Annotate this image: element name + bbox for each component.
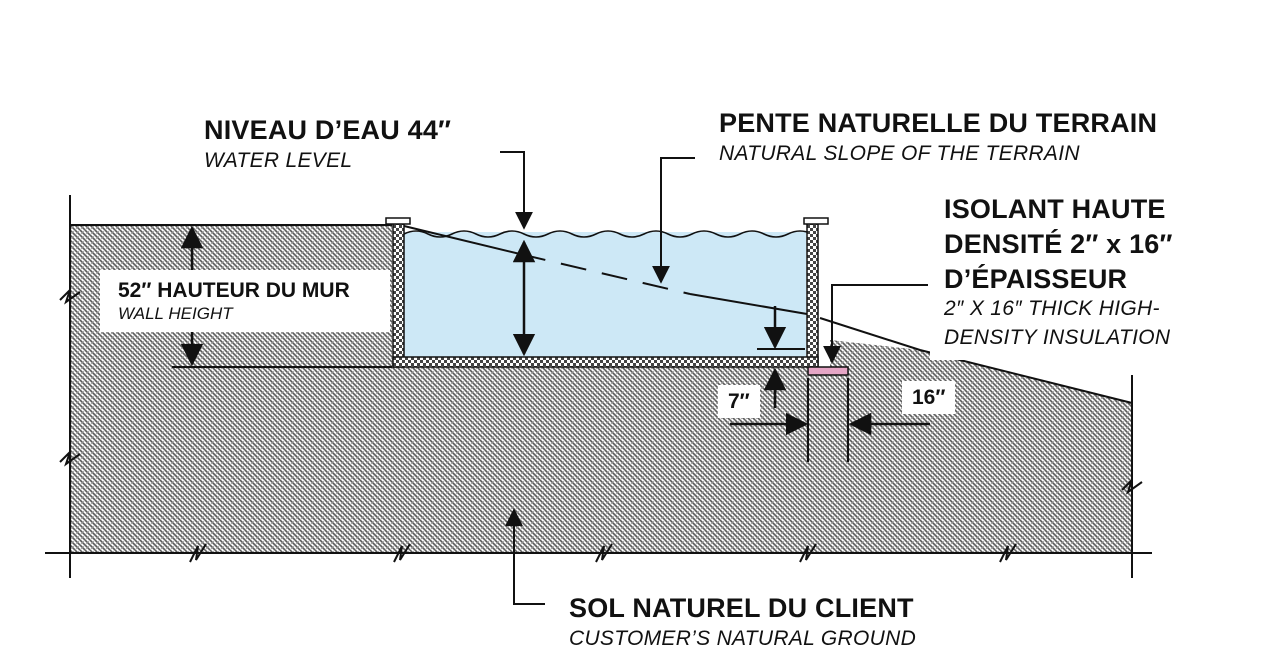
slope-leader <box>652 157 695 284</box>
insulation-label-line1: ISOLANT HAUTE <box>944 194 1166 224</box>
pool-cap-right <box>803 217 829 225</box>
insulation-sublabel-line2: DENSITY INSULATION <box>944 326 1171 349</box>
water-level-label: NIVEAU D’EAU 44″ <box>204 115 452 145</box>
pool-floor <box>392 356 819 368</box>
insulation-leader <box>823 284 928 364</box>
insulation-label-bg <box>930 190 1230 360</box>
water-surface-wave <box>403 230 813 238</box>
insulation-board <box>807 366 849 376</box>
natural-slope-line-dashed <box>519 253 691 295</box>
ground-sublabel: CUSTOMER’S NATURAL GROUND <box>569 627 917 650</box>
natural-slope-sublabel: NATURAL SLOPE OF THE TERRAIN <box>719 142 1080 165</box>
ground-label: SOL NATUREL DU CLIENT <box>569 593 914 623</box>
wall-height-label: 52″ HAUTEUR DU MUR <box>118 279 350 302</box>
insulation-label-line3: D’ÉPAISSEUR <box>944 264 1128 294</box>
pool-wall-left <box>392 223 405 368</box>
wall-height-sublabel: WALL HEIGHT <box>118 304 233 323</box>
natural-slope-label: PENTE NATURELLE DU TERRAIN <box>719 108 1158 138</box>
natural-slope-line-b <box>689 293 808 315</box>
insulation-sublabel-line1: 2″ X 16″ THICK HIGH- <box>944 297 1160 320</box>
water-level-sublabel: WATER LEVEL <box>204 149 353 172</box>
terrain-slope-line <box>819 317 1133 404</box>
natural-slope-line-a <box>403 225 521 255</box>
break-marks <box>59 289 1143 563</box>
dimension-16-label: 16″ <box>902 381 956 414</box>
wall-height-label-bg <box>100 270 390 332</box>
water-level-leader <box>500 151 533 230</box>
pool-cap-left <box>385 217 411 225</box>
insulation-label-line2: DENSITÉ 2″ x 16″ <box>944 229 1173 259</box>
pool-water <box>404 232 806 357</box>
dimension-7-label: 7″ <box>718 385 760 418</box>
ground-leader <box>505 508 545 605</box>
pool-wall-right <box>806 223 819 368</box>
